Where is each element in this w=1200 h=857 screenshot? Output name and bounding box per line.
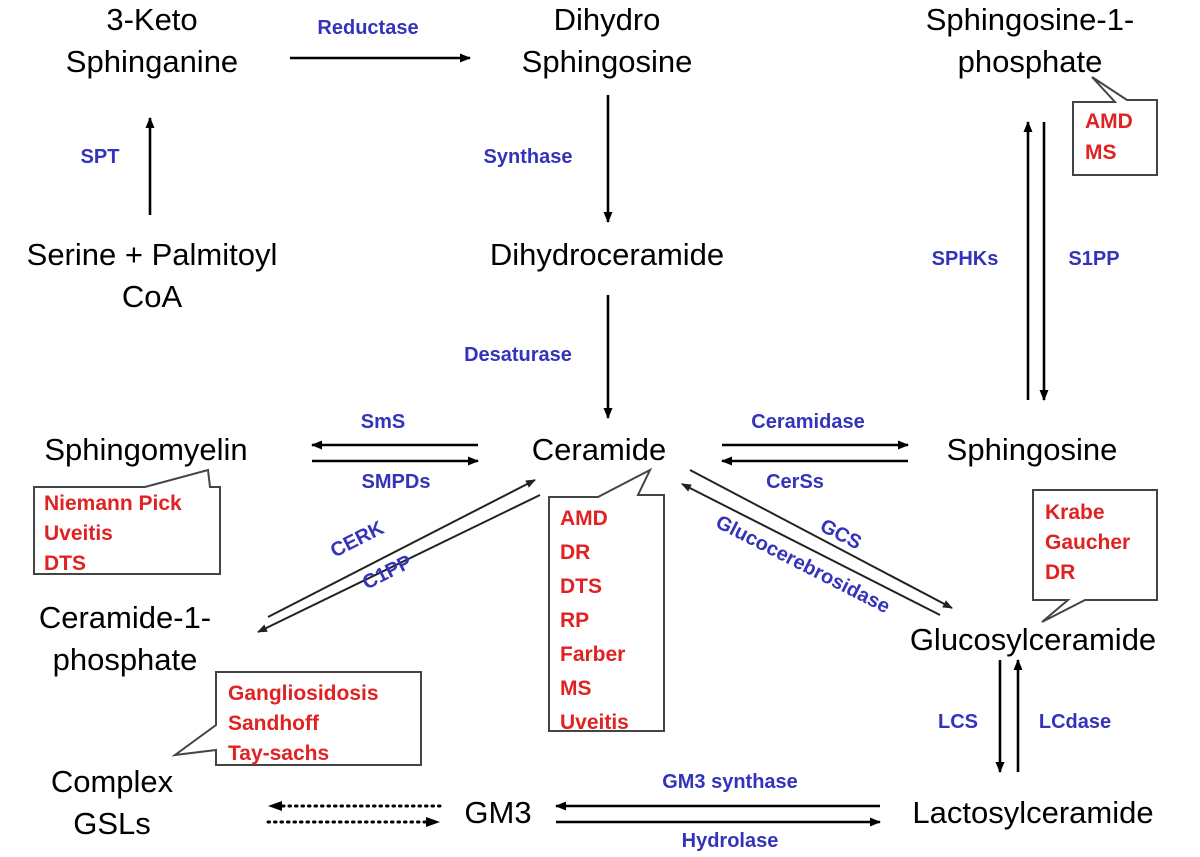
enzyme-label-glucocerebrosidase: Glucocerebrosidase (712, 511, 893, 618)
disease-item: RP (560, 609, 589, 632)
disease-item: Uveitis (560, 711, 629, 734)
metabolite-label: phosphate (958, 44, 1103, 79)
disease-item: Sandhoff (228, 712, 320, 735)
metabolite-label: Ceramide (532, 432, 666, 467)
disease-item: DR (1045, 561, 1075, 584)
disease-item: MS (1085, 141, 1117, 164)
metabolite-label: Lactosylceramide (912, 795, 1153, 830)
enzyme-label-sms: SmS (361, 411, 405, 433)
disease-box-sphingomyelin-diseases: Niemann Pick Uveitis DTS (33, 468, 221, 575)
enzyme-label-hydrolase: Hydrolase (682, 830, 779, 852)
metabolite-dihydro-sphingosine: Dihydro Sphingosine (522, 2, 693, 79)
metabolite-label: Complex (51, 764, 174, 799)
metabolite-label: Sphingosine-1- (926, 2, 1135, 37)
arrow-cerk (267, 479, 536, 618)
arrow-complex-gsl-to-gm3-dotted (266, 817, 440, 827)
metabolite-complex-gsls: Complex GSLs (51, 764, 174, 841)
metabolite-label: Ceramide-1- (39, 600, 211, 635)
metabolite-3-keto-sphinganine: 3-Keto Sphinganine (66, 2, 238, 79)
disease-box-glucosylceramide-diseases: Krabe Gaucher DR (1032, 489, 1158, 623)
disease-item: Gangliosidosis (228, 682, 379, 705)
metabolite-ceramide-1-phosphate: Ceramide-1- phosphate (39, 600, 211, 677)
metabolite-glucosylceramide: Glucosylceramide (910, 622, 1156, 657)
metabolite-sphingomyelin: Sphingomyelin (44, 432, 247, 467)
disease-item: AMD (1085, 110, 1133, 133)
enzyme-label-s1pp: S1PP (1068, 248, 1119, 270)
metabolite-label: Dihydro (554, 2, 661, 37)
arrow-c1pp (257, 494, 541, 633)
disease-item: Uveitis (44, 522, 113, 545)
disease-box-complex-gsl-diseases: Gangliosidosis Sandhoff Tay-sachs (171, 671, 422, 766)
arrow-glucocerebrosidase (681, 483, 941, 616)
metabolite-label: Glucosylceramide (910, 622, 1156, 657)
metabolite-sphingosine-1-phosphate: Sphingosine-1- phosphate (926, 2, 1135, 79)
disease-item: DTS (44, 552, 86, 575)
enzyme-label-lcdase: LCdase (1039, 711, 1111, 733)
disease-item: MS (560, 677, 592, 700)
disease-item: DR (560, 541, 590, 564)
enzyme-label-synthase: Synthase (484, 146, 573, 168)
metabolite-ceramide: Ceramide (532, 432, 666, 467)
metabolite-label: Sphingomyelin (44, 432, 247, 467)
disease-item: AMD (560, 507, 608, 530)
enzyme-label-cerss: CerSs (766, 471, 824, 493)
metabolite-gm3: GM3 (464, 795, 531, 830)
enzyme-label-sphks: SPHKs (932, 248, 999, 270)
enzyme-label-desaturase: Desaturase (464, 344, 572, 366)
metabolite-serine-palmitoyl-coa: Serine + Palmitoyl CoA (27, 237, 278, 314)
enzyme-label-gm3-synthase: GM3 synthase (662, 771, 798, 793)
enzyme-label-cerk: CERK (327, 517, 388, 563)
metabolite-label: Sphingosine (947, 432, 1118, 467)
enzyme-label-lcs: LCS (938, 711, 978, 733)
metabolite-label: Serine + Palmitoyl (27, 237, 278, 272)
disease-item: Farber (560, 643, 625, 666)
metabolite-label: Sphingosine (522, 44, 693, 79)
metabolite-label: GSLs (73, 806, 151, 841)
metabolite-dihydroceramide: Dihydroceramide (490, 237, 724, 272)
enzyme-label-smpds: SMPDs (362, 471, 431, 493)
disease-item: Niemann Pick (44, 492, 182, 515)
arrow-gcs (689, 469, 953, 609)
metabolite-label: 3-Keto (106, 2, 197, 37)
enzyme-label-c1pp: C1PP (359, 551, 416, 594)
metabolite-label: Dihydroceramide (490, 237, 724, 272)
metabolite-lactosylceramide: Lactosylceramide (912, 795, 1153, 830)
enzyme-label-reductase: Reductase (317, 17, 418, 39)
metabolite-label: phosphate (53, 642, 198, 677)
disease-item: Krabe (1045, 501, 1105, 524)
enzyme-label-ceramidase: Ceramidase (751, 411, 864, 433)
metabolite-sphingosine: Sphingosine (947, 432, 1118, 467)
arrow-gm3-to-complex-gsl-dotted (268, 801, 442, 811)
disease-box-ceramide-diseases: AMD DR DTS RP Farber MS Uveitis (548, 467, 665, 734)
enzyme-label-spt: SPT (81, 146, 120, 168)
metabolite-label: GM3 (464, 795, 531, 830)
disease-box-s1p-diseases: AMD MS (1072, 76, 1158, 176)
disease-item: Tay-sachs (228, 742, 329, 765)
metabolite-label: Sphinganine (66, 44, 238, 79)
disease-item: DTS (560, 575, 602, 598)
disease-item: Gaucher (1045, 531, 1130, 554)
metabolite-label: CoA (122, 279, 183, 314)
